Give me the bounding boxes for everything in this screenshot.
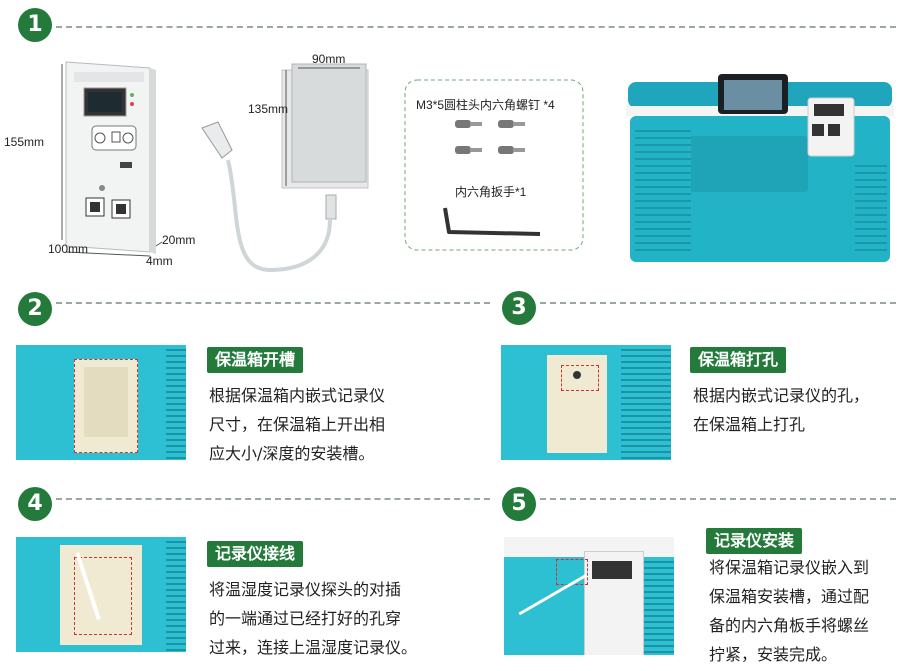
step-number-3: 3 (502, 291, 536, 325)
divider (56, 26, 896, 28)
step2-title: 保温箱开槽 (207, 347, 304, 373)
step3-photo (501, 345, 671, 460)
cooler-box (626, 74, 894, 262)
dim-probe-width: 90mm (312, 52, 346, 66)
step4-description: 将温湿度记录仪探头的对插 的一端通过已经打好的孔穿 过来，连接上温湿度记录仪。 (209, 580, 418, 657)
divider (540, 498, 896, 500)
hex-wrench-icon (443, 207, 541, 236)
probe-box (281, 63, 369, 189)
cooler-ribs-left (635, 125, 691, 255)
step3-description: 根据内嵌式记录仪的孔， 在保温箱上打孔 (693, 386, 870, 434)
dim-depth-20: 20mm (162, 233, 196, 247)
screw-icon (455, 120, 525, 154)
wrench-label: 内六角扳手*1 (455, 185, 527, 199)
probe-cable (201, 121, 337, 273)
step-number-4: 4 (18, 487, 52, 521)
step-number-2: 2 (18, 292, 52, 326)
screws-label: M3*5圆柱头内六角螺钉 *4 (416, 98, 555, 112)
step-number-5: 5 (502, 487, 536, 521)
step2-photo (16, 345, 186, 460)
step5-title: 记录仪安装 (706, 528, 803, 554)
divider (540, 302, 896, 304)
dim-width: 100mm (48, 242, 89, 256)
step3-title: 保温箱打孔 (690, 347, 787, 373)
cooler-ribs-right (855, 160, 887, 256)
step5-description: 将保温箱记录仪嵌入到 保温箱安装槽，通过配 备的内六角板手将螺丝 拧紧，安装完成… (709, 558, 870, 664)
step5-photo (504, 537, 674, 655)
dim-height: 155mm (4, 135, 45, 149)
step4-title: 记录仪接线 (207, 541, 304, 567)
step1-illustration (61, 61, 894, 273)
step4-photo (16, 537, 186, 652)
recorder-device (65, 61, 156, 254)
divider (56, 498, 490, 500)
dim-depth-4: 4mm (146, 254, 173, 268)
step-number-1: 1 (18, 8, 52, 42)
step2-description: 根据保温箱内嵌式记录仪 尺寸，在保温箱上开出相 应大小/深度的安装槽。 (209, 386, 386, 463)
divider (56, 302, 490, 304)
accessories-box (404, 79, 584, 251)
dim-probe-height: 135mm (248, 102, 289, 116)
